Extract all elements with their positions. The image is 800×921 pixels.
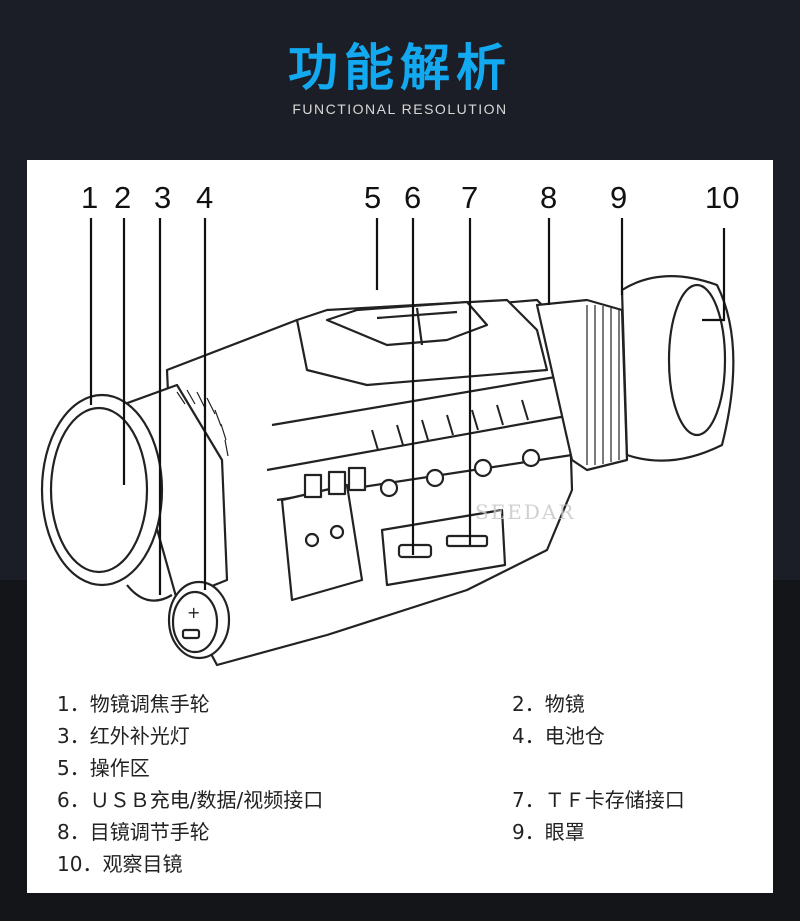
tf-card-slot — [445, 534, 489, 548]
legend-item-9: 9．眼罩 — [512, 820, 585, 844]
callout-7: 7 — [461, 180, 479, 215]
legend-item-6: 6．ＵＳＢ充电/数据/视频接口 — [57, 788, 324, 812]
legend-item-3: 3．红外补光灯 — [57, 724, 190, 748]
night-vision-monocular-drawing: + — [40, 218, 735, 667]
callout-8: 8 — [540, 180, 558, 215]
screws — [379, 448, 541, 498]
page-subtitle: FUNCTIONAL RESOLUTION — [292, 101, 508, 117]
legend-item-2: 2．物镜 — [512, 692, 585, 716]
callout-3: 3 — [154, 180, 172, 215]
legend-item-1: 1．物镜调焦手轮 — [57, 692, 210, 716]
eyepiece — [667, 283, 727, 437]
side-rail — [280, 483, 364, 602]
ir-lamp — [126, 584, 173, 602]
callout-1: 1 — [81, 180, 99, 215]
eyepiece-focus-ring — [535, 298, 629, 472]
callout-4: 4 — [196, 180, 214, 215]
callout-9: 9 — [610, 180, 628, 215]
legend-item-4: 4．电池仓 — [512, 724, 605, 748]
legend-item-10: 10．观察目镜 — [57, 852, 183, 876]
diagram-panel: + 1 2 3 4 5 6 7 8 9 10 — [27, 160, 773, 893]
callout-5: 5 — [364, 180, 382, 215]
vents — [371, 399, 529, 451]
svg-text:+: + — [187, 603, 200, 622]
watermark: SEEDAR — [475, 500, 576, 524]
legend-item-5: 5．操作区 — [57, 756, 150, 780]
callout-10: 10 — [705, 180, 740, 215]
legend-item-8: 8．目镜调节手轮 — [57, 820, 210, 844]
callout-6: 6 — [404, 180, 422, 215]
legend-item-7: 7．ＴＦ卡存储接口 — [512, 788, 685, 812]
callout-2: 2 — [114, 180, 132, 215]
page-title: 功能解析 — [288, 39, 512, 97]
leader-lines — [89, 218, 726, 595]
usb-port — [397, 543, 433, 559]
objective-lens — [49, 406, 149, 574]
